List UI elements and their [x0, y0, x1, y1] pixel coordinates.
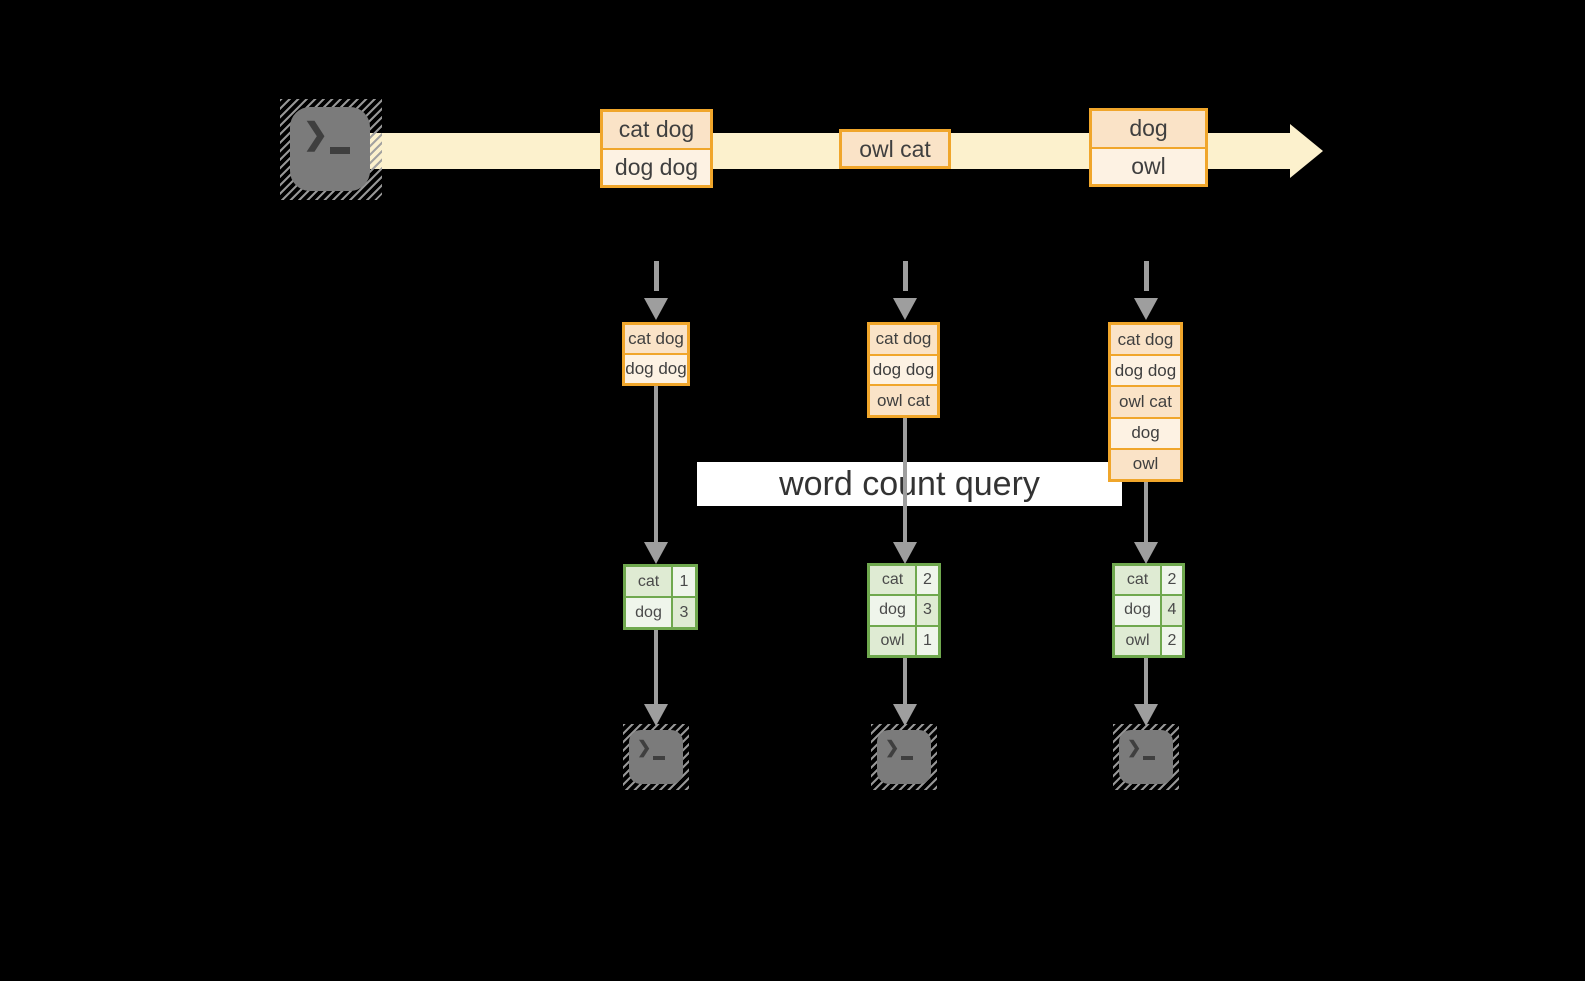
result-row: owl 2 — [1115, 624, 1182, 655]
query-label: word count query — [697, 462, 1122, 506]
input-table-3: cat dog dog dog owl cat dog owl — [1108, 322, 1183, 482]
count-cell: 3 — [915, 596, 938, 625]
result-row: dog 4 — [1115, 594, 1182, 625]
result-row: owl 1 — [870, 624, 938, 655]
arrowhead-down-icon — [1134, 298, 1158, 320]
input-line: dog dog — [1111, 354, 1180, 386]
word-cell: owl — [1115, 626, 1160, 655]
batch-line: cat dog — [603, 112, 710, 148]
word-cell: cat — [1115, 566, 1160, 595]
dashed-arrow-line — [654, 261, 659, 291]
arrowhead-down-icon — [644, 542, 668, 564]
count-cell: 2 — [915, 566, 938, 595]
prompt-chevron-icon: ❯ — [637, 738, 652, 757]
result-row: dog 3 — [870, 594, 938, 625]
arrowhead-down-icon — [1134, 704, 1158, 726]
result-row: cat 2 — [1115, 566, 1182, 595]
result-table-3: cat 2 dog 4 owl 2 — [1112, 563, 1185, 658]
word-cell: dog — [870, 596, 915, 625]
prompt-underscore-icon — [653, 756, 665, 760]
input-line: dog dog — [625, 353, 687, 383]
arrow-line — [654, 630, 658, 706]
prompt-underscore-icon — [901, 756, 913, 760]
input-line: dog — [1111, 416, 1180, 448]
count-cell: 2 — [1160, 626, 1182, 655]
count-cell: 4 — [1160, 596, 1182, 625]
sink-terminal-icon: ❯ — [623, 724, 689, 790]
prompt-chevron-icon: ❯ — [303, 118, 329, 151]
sink-terminal-icon: ❯ — [1113, 724, 1179, 790]
source-terminal-icon: ❯ — [280, 99, 382, 200]
arrow-line — [1144, 658, 1148, 706]
word-cell: owl — [870, 626, 915, 655]
dashed-arrow-line — [903, 261, 908, 291]
batch-line: dog — [1092, 111, 1205, 147]
prompt-underscore-icon — [330, 147, 350, 154]
stream-arrowhead-icon — [1290, 124, 1323, 178]
input-table-2: cat dog dog dog owl cat — [867, 322, 940, 418]
result-table-1: cat 1 dog 3 — [623, 564, 698, 630]
arrow-line — [1144, 482, 1148, 544]
arrowhead-down-icon — [1134, 542, 1158, 564]
input-table-1: cat dog dog dog — [622, 322, 690, 386]
terminal-body: ❯ — [877, 730, 931, 784]
input-line: cat dog — [1111, 325, 1180, 355]
word-cell: dog — [626, 598, 671, 627]
input-line: cat dog — [625, 325, 687, 353]
terminal-body: ❯ — [290, 107, 370, 191]
terminal-body: ❯ — [629, 730, 683, 784]
terminal-body: ❯ — [1119, 730, 1173, 784]
count-cell: 3 — [671, 598, 695, 627]
count-cell: 2 — [1160, 566, 1182, 595]
result-row: dog 3 — [626, 596, 695, 627]
input-line: cat dog — [870, 325, 937, 354]
arrowhead-down-icon — [893, 542, 917, 564]
batch-line: owl — [1092, 146, 1205, 184]
result-row: cat 1 — [626, 567, 695, 596]
input-line: dog dog — [870, 353, 937, 385]
arrowhead-down-icon — [893, 704, 917, 726]
dashed-arrow-line — [1144, 261, 1149, 291]
input-line: owl cat — [870, 384, 937, 416]
arrowhead-down-icon — [644, 298, 668, 320]
arrow-line — [903, 658, 907, 706]
arrowhead-down-icon — [893, 298, 917, 320]
batch-line: dog dog — [603, 147, 710, 185]
result-table-2: cat 2 dog 3 owl 1 — [867, 563, 941, 658]
word-cell: cat — [626, 567, 671, 596]
count-cell: 1 — [915, 626, 938, 655]
input-line: owl cat — [1111, 385, 1180, 417]
stream-batch-2: owl cat — [839, 129, 951, 169]
word-cell: dog — [1115, 596, 1160, 625]
count-cell: 1 — [671, 567, 695, 596]
word-cell: cat — [870, 566, 915, 595]
sink-terminal-icon: ❯ — [871, 724, 937, 790]
prompt-underscore-icon — [1143, 756, 1155, 760]
arrow-line — [654, 386, 658, 544]
result-row: cat 2 — [870, 566, 938, 595]
batch-line: owl cat — [842, 132, 948, 166]
prompt-chevron-icon: ❯ — [1127, 738, 1142, 757]
arrowhead-down-icon — [644, 704, 668, 726]
prompt-chevron-icon: ❯ — [885, 738, 900, 757]
stream-batch-1: cat dog dog dog — [600, 109, 713, 188]
input-line: owl — [1111, 447, 1180, 480]
stream-batch-3: dog owl — [1089, 108, 1208, 187]
arrow-line — [903, 418, 907, 544]
